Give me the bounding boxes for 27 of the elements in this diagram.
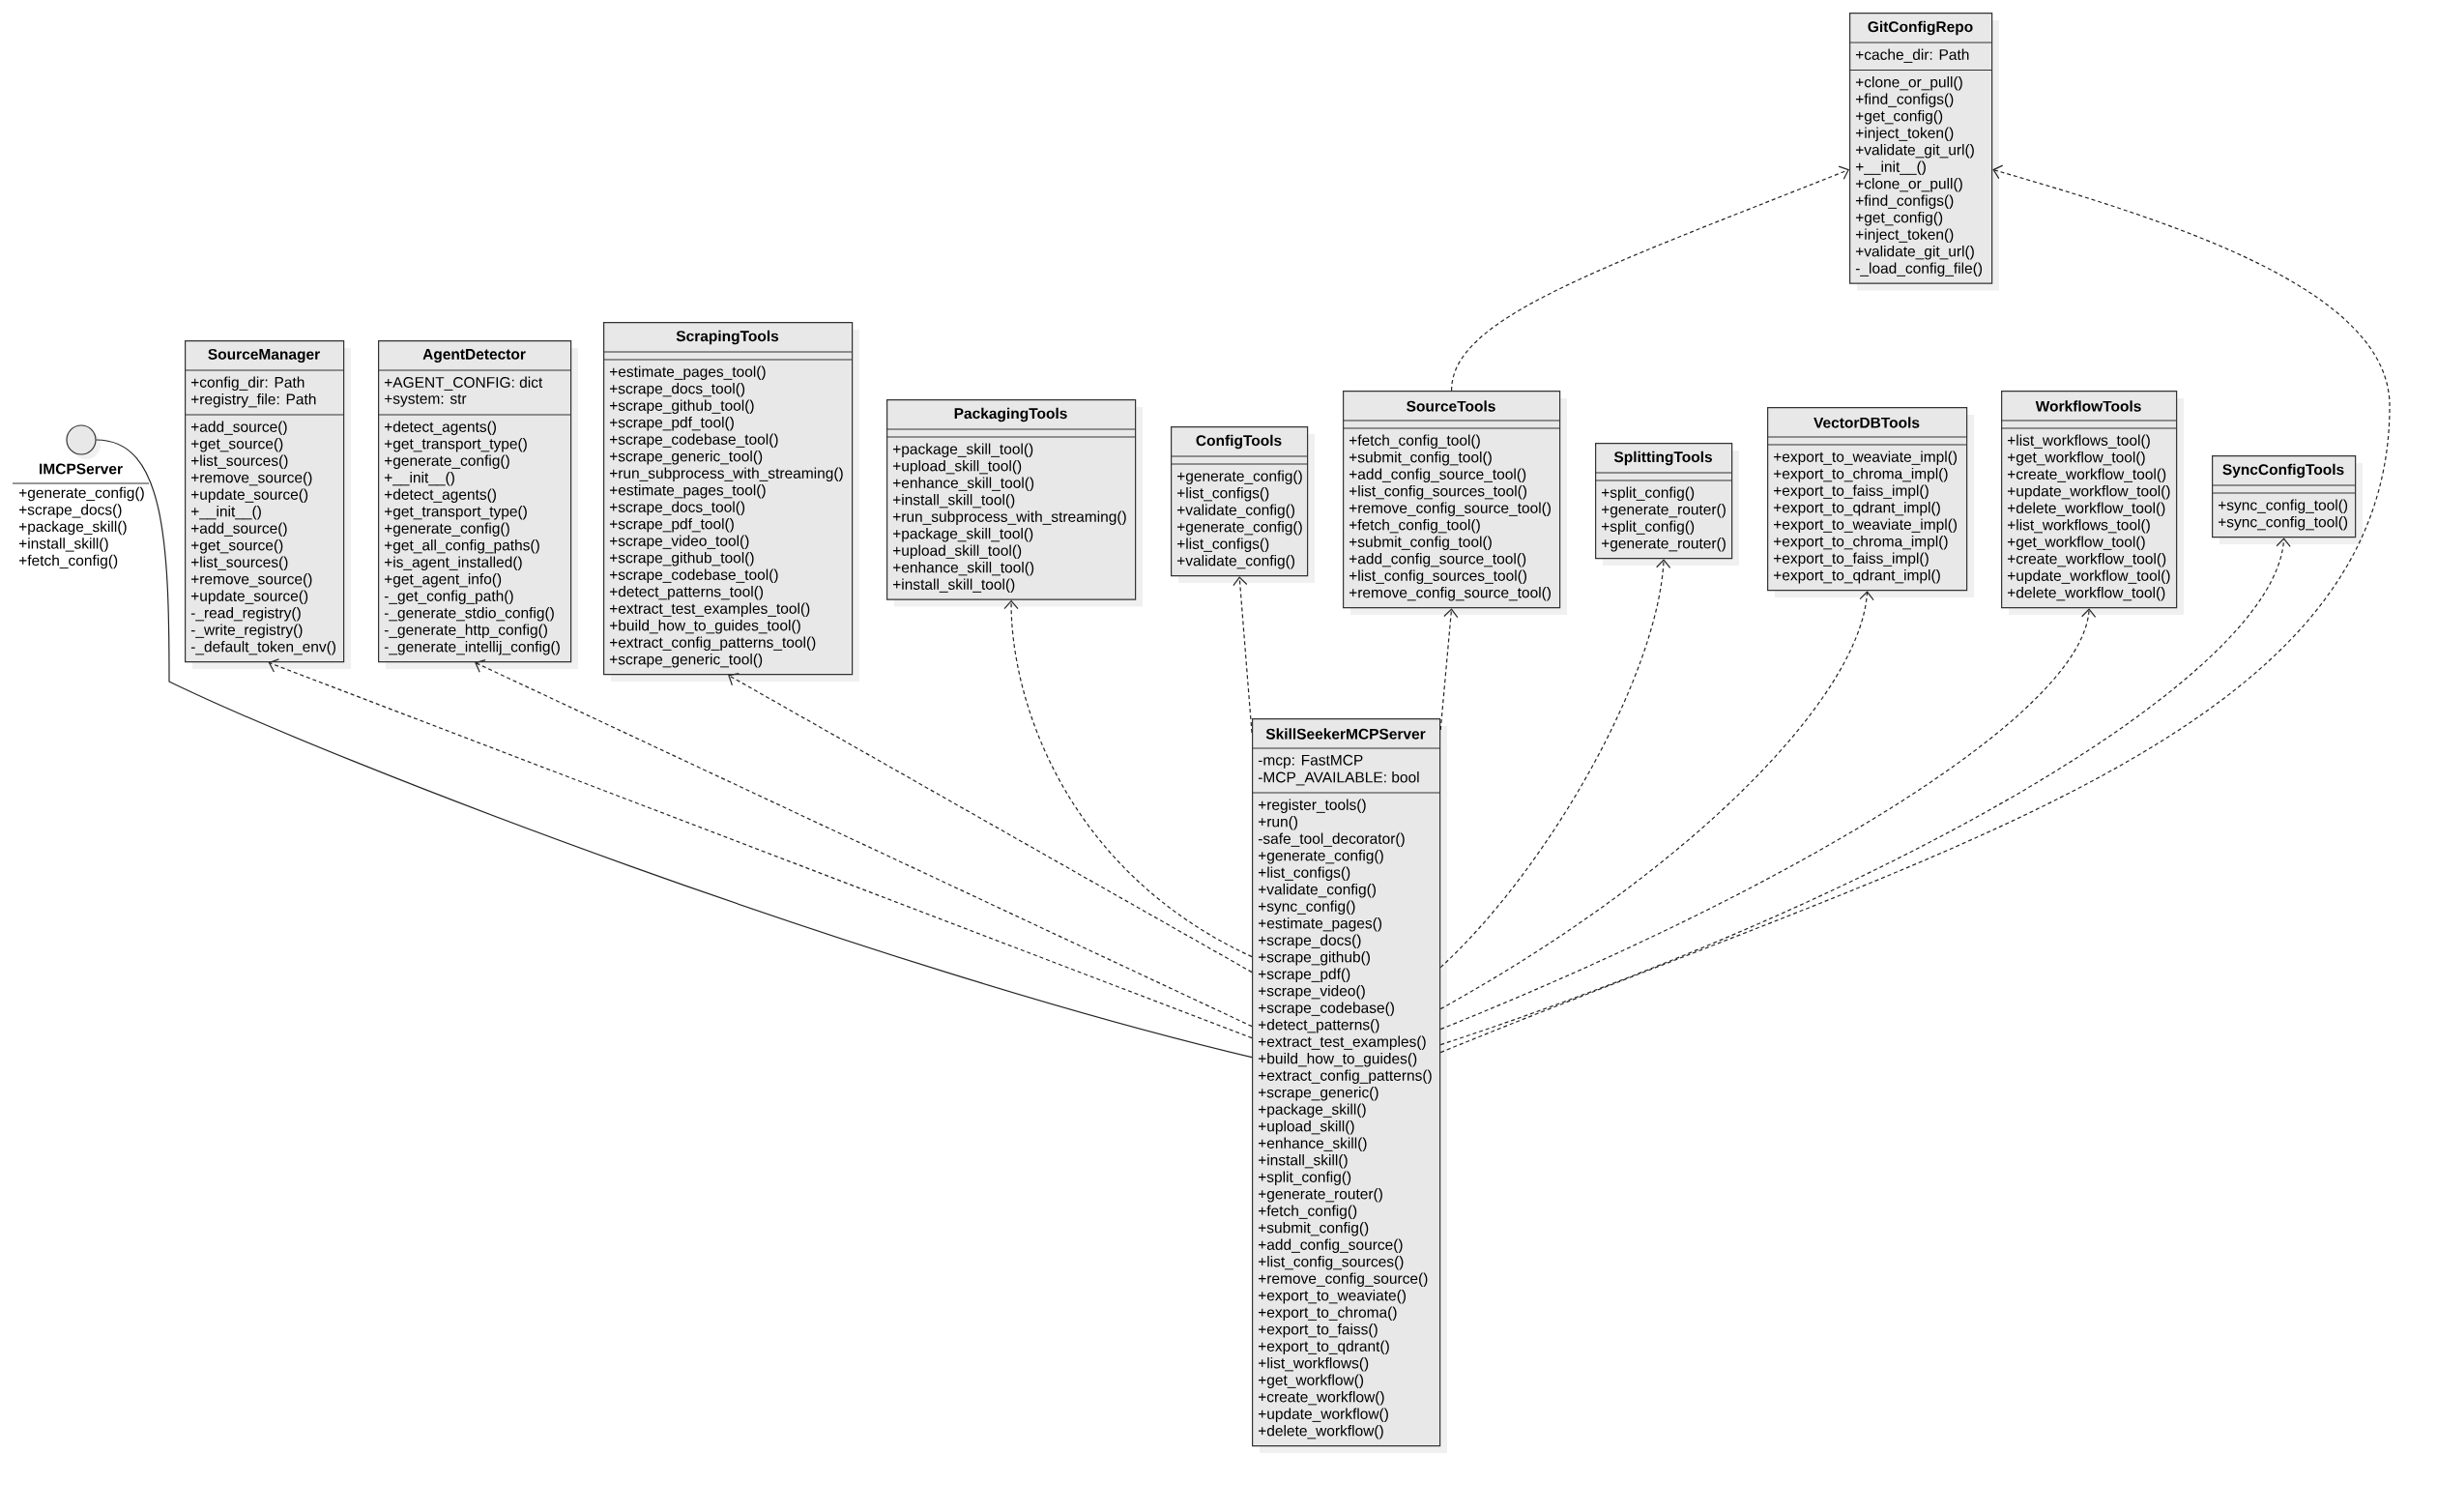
dependency-arrow xyxy=(268,658,1253,1039)
dependency-arrow xyxy=(728,672,1253,974)
dependency-arrow xyxy=(1439,559,1671,969)
dependency-arrow xyxy=(1439,608,1459,731)
dependency-arrow xyxy=(1439,164,2391,1054)
class-box: PackagingTools +package_skill_tool() +upload_skill_tool() +enhance_skill_tool() +install_skill_tool() +run_subprocess_with_streaming() +package_skill_tool() +upload_skill_tool() +enhance_skill_tool() +install_skill_tool() xyxy=(885,399,1143,607)
dependency-arrow xyxy=(1233,576,1253,734)
dependency-arrow xyxy=(1451,165,1850,392)
dependency-arrow xyxy=(1003,599,1253,958)
class-box: VectorDBTools +export_to_weaviate_impl() +export_to_chroma_impl() +export_to_faiss_impl() +export_to_qdrant_impl() +export_to_weaviate_impl() +export_to_chroma_impl() +export_to_faiss_impl() +export_to_qdrant_impl() xyxy=(1766,407,1975,597)
dependency-arrow xyxy=(1439,538,2291,1046)
dependency-arrow xyxy=(1439,591,1874,1010)
class-box: ConfigTools +generate_config() +list_configs() +validate_config() +generate_config() +list_configs() +validate_config() xyxy=(1170,426,1315,583)
class-box: SourceManager +config_dir: Path +registry_file: Path +add_source() +get_source() +list_sources() +remove_source() +update_source() +__init__() +add_source() +get_source() +list_sources() +remove_source() +update_source() -_read_registry() -_write_registry() -_default_token_env() xyxy=(184,340,351,669)
class-box: GitConfigRepo +cache_dir: Path +clone_or_pull() +find_configs() +get_config() +inject_token() +validate_git_url() +__init__() +clone_or_pull() +find_configs() +get_config() +inject_token() +validate_git_url() -_load_config_file() xyxy=(1848,13,2000,291)
interface-box: IMCPServer +generate_config() +scrape_docs() +package_skill() +install_skill() +fetch_config() xyxy=(12,463,150,569)
class-box: ScrapingTools +estimate_pages_tool() +scrape_docs_tool() +scrape_github_tool() +scrape_pdf_tool() +scrape_codebase_tool() +scrape_generic_tool() +run_subprocess_with_streaming() +estimate_pages_tool() +scrape_docs_tool() +scrape_pdf_tool() +scrape_video_tool() +scrape_github_tool() +scrape_codebase_tool() +detect_patterns_tool() +extract_test_examples_tool() +build_how_to_guides_tool() +extract_config_patterns_tool() +scrape_generic_tool() xyxy=(602,322,859,682)
dependency-arrow xyxy=(1439,608,2097,1031)
dependency-arrow xyxy=(475,659,1253,1028)
interface-circle xyxy=(66,424,101,459)
class-box: SourceTools +fetch_config_tool() +submit_config_tool() +add_config_source_tool() +list_config_sources_tool() +remove_config_source_tool() +fetch_config_tool() +submit_config_tool() +add_config_source_tool() +list_config_sources_tool() +remove_config_source_tool() xyxy=(1342,391,1567,615)
class-box: AgentDetector +AGENT_CONFIG: dict +system: str +detect_agents() +get_transport_type() +generate_config() +__init__() +detect_agents() +get_transport_type() +generate_config() +get_all_config_paths() +is_agent_installed() +get_agent_info() -_get_config_path() -_generate_stdio_config() -_generate_http_config() -_generate_intellij_config() xyxy=(377,340,578,669)
class-box: WorkflowTools +list_workflows_tool() +get_workflow_tool() +create_workflow_tool() +update_workflow_tool() +delete_workflow_tool() +list_workflows_tool() +get_workflow_tool() +create_workflow_tool() +update_workflow_tool() +delete_workflow_tool() xyxy=(2000,391,2185,615)
class-box: SplittingTools +split_config() +generate_router() +split_config() +generate_router() xyxy=(1594,443,1739,566)
class-box: SyncConfigTools +sync_config_tool() +sync_config_tool() xyxy=(2211,455,2364,544)
class-box: SkillSeekerMCPServer -mcp: FastMCP -MCP_AVAILABLE: bool +register_tools() +run() -safe_tool_decorator() +generate_config() +list_configs() +validate_config() +sync_config() +estimate_pages() +scrape_docs() +scrape_github() +scrape_pdf() +scrape_video() +scrape_codebase() +detect_patterns() +extract_test_examples() +build_how_to_guides() +extract_config_patterns() +scrape_generic() +package_skill() +upload_skill() +enhance_skill() +install_skill() +split_config() +generate_router() +fetch_config() +submit_config() +add_config_source() +list_config_sources() +remove_config_source() +export_to_weaviate() +export_to_chroma() +export_to_faiss() +export_to_qdrant() +list_workflows() +get_workflow() +create_workflow() +update_workflow() +delete_workflow() xyxy=(1251,718,1447,1453)
connector xyxy=(96,439,1253,1059)
